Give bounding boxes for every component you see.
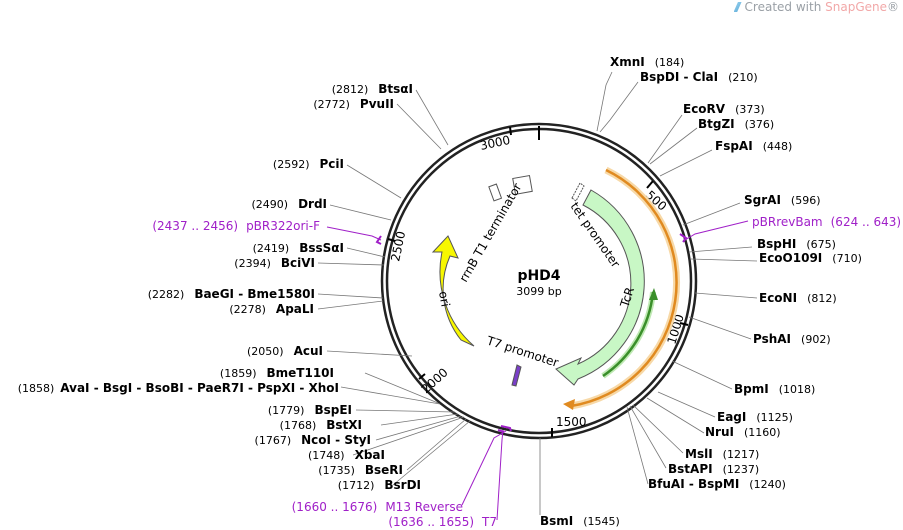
feature-label-ori: ori bbox=[436, 290, 452, 308]
enzyme-label-bsphi: BspHI(675) bbox=[757, 237, 836, 251]
enzyme-label-bsmi: BsmI(1545) bbox=[540, 514, 620, 528]
tet-promoter-glyph bbox=[571, 182, 585, 202]
enzyme-label-acui: (2050)AcuI bbox=[247, 344, 323, 358]
primer-leaders bbox=[326, 220, 749, 521]
enzyme-label-avai-group: (1858)AvaI - BsgI - BsoBI - PaeR7I - Psp… bbox=[18, 381, 339, 395]
watermark: Created with SnapGene® bbox=[733, 0, 899, 14]
enzyme-label-bcivi: (2394)BciVI bbox=[234, 256, 315, 270]
tick-2500 bbox=[387, 238, 396, 242]
tick-label-2500: 2500 bbox=[388, 230, 408, 263]
snapgene-logo-icon bbox=[733, 2, 742, 12]
terminator-glyph-1 bbox=[488, 183, 503, 202]
enzyme-leaders bbox=[317, 71, 758, 515]
enzyme-label-pshai: PshAI(902) bbox=[753, 332, 831, 346]
primer-mark-pbrrevbam bbox=[679, 233, 688, 243]
enzyme-label-xmni: XmnI(184) bbox=[610, 55, 684, 69]
tick-2000 bbox=[418, 373, 426, 380]
primer-label-pbrrevbam: pBRrevBam(624 .. 643) bbox=[752, 215, 901, 229]
enzyme-label-apali: (2278)ApaLI bbox=[229, 302, 314, 316]
orf-outer-arrowhead bbox=[563, 399, 575, 410]
enzyme-label-pvuii: (2772)PvuII bbox=[313, 97, 394, 111]
enzyme-label-bmet110i: (1859)BmeT110I bbox=[220, 366, 334, 380]
enzyme-label-fspai: FspAI(448) bbox=[715, 139, 792, 153]
enzyme-label-bseri: (1735)BseRI bbox=[318, 463, 403, 477]
orf-inner bbox=[602, 291, 655, 378]
label-t7-promoter: T7 promoter bbox=[484, 333, 560, 370]
t7-promoter-glyph bbox=[511, 364, 522, 387]
enzyme-label-pcii: (2592)PciI bbox=[273, 157, 344, 171]
enzyme-label-bfuai-bspmi: BfuAI - BspMI(1240) bbox=[648, 477, 786, 491]
enzyme-label-xbai: (1748)XbaI bbox=[308, 448, 385, 462]
enzyme-label-btgzi: BtgZI(376) bbox=[698, 117, 774, 131]
label-rrnb-t1-terminator: rrnB T1 terminator bbox=[456, 181, 524, 285]
terminator-glyph-2 bbox=[512, 174, 533, 195]
enzyme-label-bspdi-clai: BspDI - ClaI(210) bbox=[640, 70, 758, 84]
enzyme-label-drdi: (2490)DrdI bbox=[251, 197, 327, 211]
enzyme-label-baegi-bme1580i: (2282)BaeGI - Bme1580I bbox=[148, 287, 315, 301]
orf-inner-arrowhead bbox=[649, 288, 658, 300]
feature-ori bbox=[431, 235, 475, 347]
tick-label-3000: 3000 bbox=[479, 133, 512, 153]
enzyme-label-bspei: (1779)BspEI bbox=[268, 403, 352, 417]
enzyme-label-bsssai: (2419)BssSαI bbox=[253, 241, 344, 255]
enzyme-label-ecorv: EcoRV(373) bbox=[683, 102, 765, 116]
enzyme-label-sgrai: SgrAI(596) bbox=[744, 193, 821, 207]
plasmid-name: pHD4 bbox=[517, 268, 560, 284]
tick-500 bbox=[646, 180, 654, 189]
orf-outer bbox=[570, 168, 678, 408]
feature-tcr bbox=[555, 189, 645, 386]
tick-1000 bbox=[679, 322, 689, 326]
tick-label-1500: 1500 bbox=[556, 415, 587, 429]
enzyme-label-bpmi: BpmI(1018) bbox=[734, 382, 815, 396]
primer-mark-m13-reverse bbox=[500, 425, 512, 432]
backbone-outer bbox=[380, 122, 698, 440]
enzyme-label-bstxi: (1768)BstXI bbox=[280, 418, 362, 432]
primer-label-t7: (1636 .. 1655)T7 bbox=[388, 515, 497, 529]
enzyme-label-eagi: EagI(1125) bbox=[717, 410, 793, 424]
enzyme-label-ecoo109i: EcoO109I(710) bbox=[759, 251, 862, 265]
enzyme-label-ncoi-styi: (1767)NcoI - StyI bbox=[255, 433, 371, 447]
primer-mark-pbr322ori-f bbox=[375, 235, 382, 245]
enzyme-label-econi: EcoNI(812) bbox=[759, 291, 837, 305]
plasmid-length: 3099 bp bbox=[516, 285, 561, 298]
primer-label-m13-reverse: (1660 .. 1676)M13 Reverse bbox=[292, 500, 463, 514]
primer-mark-t7 bbox=[497, 429, 505, 433]
enzyme-label-msli: MslI(1217) bbox=[685, 447, 759, 461]
primer-label-pbr322ori-f: (2437 .. 2456)pBR322ori-F bbox=[152, 219, 320, 233]
tick-3000 bbox=[509, 126, 512, 136]
feature-label-tcr: TcR bbox=[617, 285, 637, 310]
enzyme-label-nrui: NruI(1160) bbox=[705, 425, 781, 439]
enzyme-label-bstapi: BstAPI(1237) bbox=[668, 462, 759, 476]
enzyme-label-btsai: (2812)BtsαI bbox=[332, 82, 413, 96]
enzyme-label-bsrdi: (1712)BsrDI bbox=[338, 478, 421, 492]
